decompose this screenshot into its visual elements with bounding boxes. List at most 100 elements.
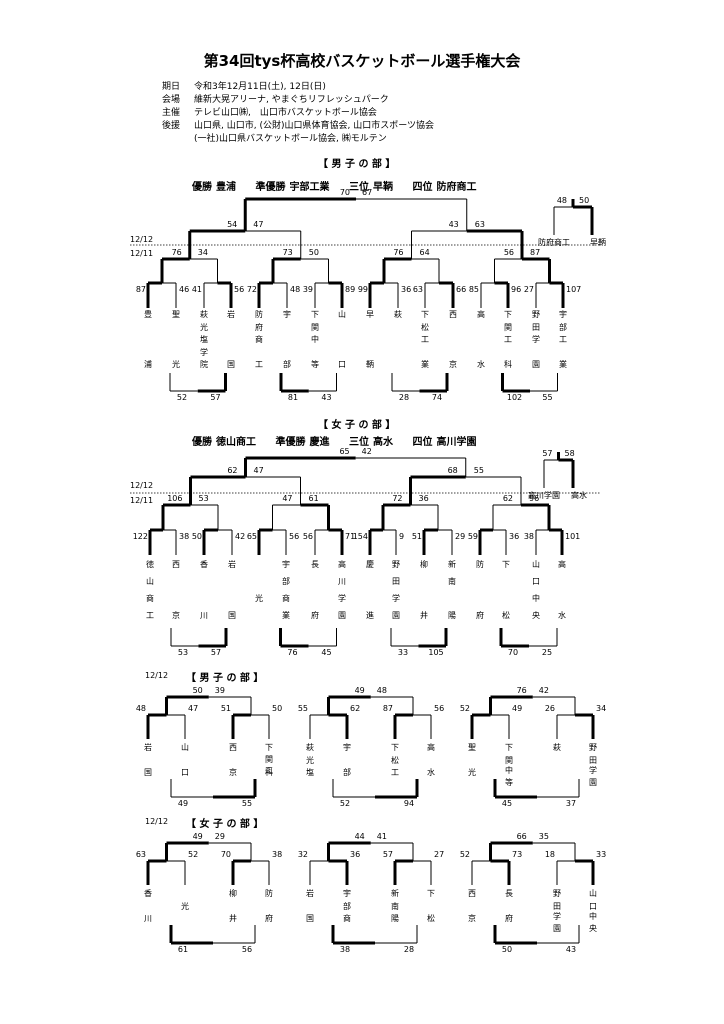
team-name: 塩 <box>306 768 314 777</box>
score: 47 <box>188 704 199 713</box>
team-name: 学 <box>200 347 208 357</box>
score: 50 <box>579 196 590 205</box>
team-name: 宇 <box>343 743 351 752</box>
score: 44 <box>354 832 365 841</box>
team-name: 浦 <box>144 360 152 369</box>
score: 85 <box>468 285 479 294</box>
score: 25 <box>541 648 553 657</box>
team-name: 光 <box>181 901 189 911</box>
score: 54 <box>227 220 238 229</box>
team-name: 野 <box>553 889 561 898</box>
team-name: 府 <box>265 914 273 923</box>
score: 76 <box>516 686 527 695</box>
team-name: 府 <box>311 611 319 620</box>
team-name: 央 <box>589 923 597 933</box>
team-name: 府 <box>255 322 263 332</box>
score: 50 <box>191 532 202 541</box>
score: 65 <box>339 447 350 456</box>
score: 42 <box>361 447 372 456</box>
score: 37 <box>565 799 577 808</box>
score: 52 <box>339 799 351 808</box>
team-name: 部 <box>559 322 567 332</box>
score: 50 <box>501 945 513 954</box>
team-name: 口 <box>181 768 189 777</box>
team-name: 田 <box>589 755 597 765</box>
score: 57 <box>210 393 221 402</box>
score: 52 <box>188 850 199 859</box>
team-name: 進 <box>366 611 374 620</box>
score: 87 <box>382 704 393 713</box>
team-name: 光 <box>306 755 314 765</box>
small-women-heading: 【 女 子 の 部 】 <box>186 819 264 830</box>
third-place-team: 高川学園 <box>528 491 560 500</box>
team-name: 中 <box>505 766 513 775</box>
score: 154 <box>352 532 368 541</box>
team-name: 工 <box>504 335 512 344</box>
team-name: 聖 <box>468 743 476 752</box>
team-name: 関 <box>311 322 319 332</box>
team-name: 防 <box>265 889 273 898</box>
score: 36 <box>509 532 520 541</box>
score: 50 <box>192 686 203 695</box>
score: 102 <box>506 393 523 402</box>
score: 62 <box>350 704 361 713</box>
team-name: 業 <box>421 360 429 369</box>
team-name: 高 <box>558 560 566 569</box>
team-name: 陽 <box>448 611 456 620</box>
score: 56 <box>302 532 313 541</box>
team-name: 学 <box>392 594 400 603</box>
team-name: 下 <box>505 743 513 752</box>
score: 52 <box>459 704 470 713</box>
team-name: 西 <box>172 560 180 569</box>
info-row: 会場維新大晃アリーナ, やまぐちリフレッシュパーク <box>162 95 389 105</box>
score: 70 <box>220 850 231 859</box>
score: 49 <box>192 832 203 841</box>
team-name: 下 <box>421 310 429 319</box>
team-name: 学 <box>589 766 597 775</box>
score: 87 <box>135 285 146 294</box>
score: 33 <box>397 648 409 657</box>
score: 39 <box>214 686 225 695</box>
team-name: 松 <box>391 755 399 765</box>
team-name: 下 <box>502 560 510 569</box>
team-name: 京 <box>468 914 476 923</box>
team-name: 光 <box>255 594 263 603</box>
team-name: 部 <box>282 577 290 586</box>
team-name: 商 <box>282 594 290 603</box>
small-men-heading: 【 男 子 の 部 】 <box>186 673 264 684</box>
men-heading: 【 男 子 の 部 】 <box>318 159 396 170</box>
team-name: 宇 <box>282 560 290 569</box>
date-label: 12/11 <box>130 249 154 258</box>
score: 56 <box>289 532 300 541</box>
page-title: 第34回tys杯高校バスケットボール選手権大会 <box>203 52 521 70</box>
score: 56 <box>503 248 514 257</box>
team-name: 徳 <box>146 560 154 569</box>
team-name: 新 <box>391 889 399 898</box>
team-name: 科 <box>504 360 512 369</box>
score: 55 <box>297 704 308 713</box>
team-name: 中 <box>589 912 597 921</box>
team-name: 山 <box>589 889 597 898</box>
team-name: 陽 <box>391 914 399 923</box>
team-name: 岩 <box>227 310 235 319</box>
score: 76 <box>393 248 404 257</box>
score: 65 <box>246 532 257 541</box>
event-info: 期日令和3年12月11日(土), 12日(日) 会場維新大晃アリーナ, やまぐち… <box>162 81 434 146</box>
team-name: 央 <box>532 611 540 620</box>
team-name: 府 <box>476 611 484 620</box>
team-name: 西 <box>449 310 457 319</box>
info-row: (一社)山口県バスケットボール協会, ㈱モルテン <box>194 134 387 144</box>
score: 48 <box>376 686 387 695</box>
team-name: 川 <box>200 611 208 620</box>
score: 47 <box>253 466 264 475</box>
team-name: 学 <box>553 912 561 921</box>
score: 28 <box>398 393 410 402</box>
team-name: 工 <box>255 360 263 369</box>
score: 57 <box>210 648 222 657</box>
women-results: 優勝徳山商工 準優勝慶進 三位高水 四位高川学園 <box>192 437 477 448</box>
team-name: 学 <box>532 335 540 344</box>
team-name: 水 <box>427 768 435 777</box>
score: 57 <box>542 449 553 458</box>
team-name: 科 <box>265 768 273 777</box>
score: 42 <box>235 532 246 541</box>
